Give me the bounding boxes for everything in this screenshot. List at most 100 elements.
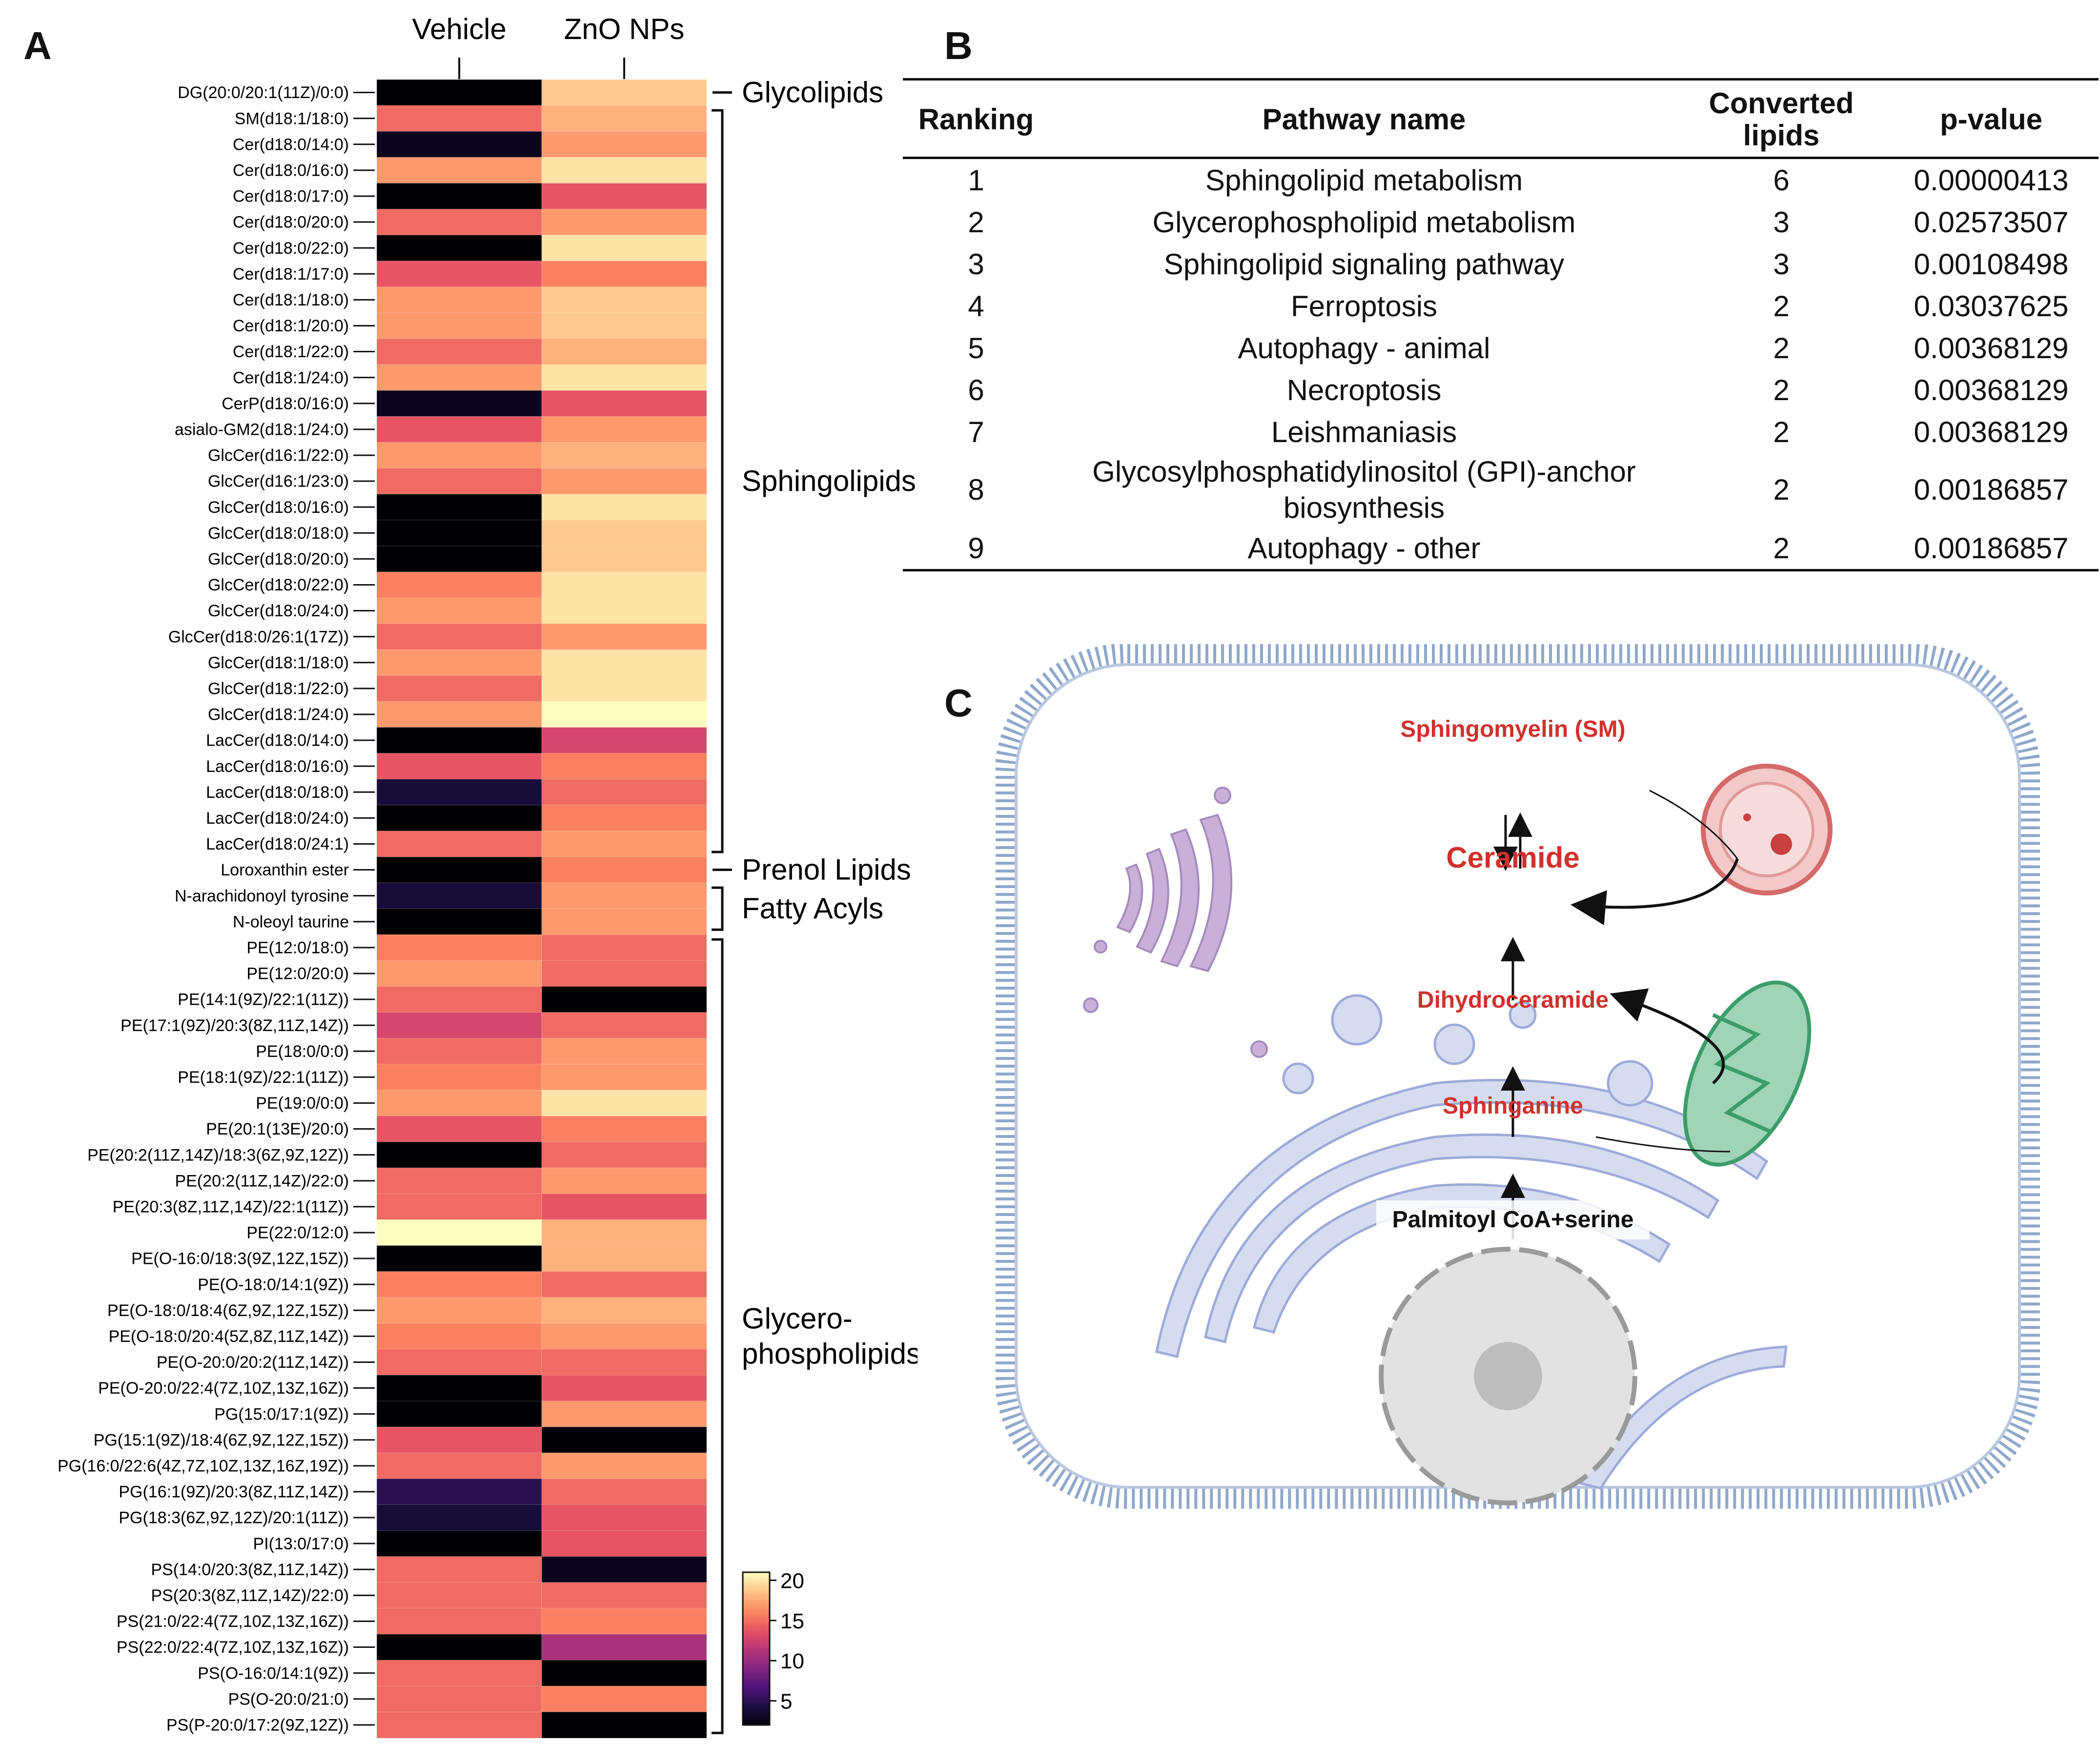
colorbar-segment	[743, 1720, 770, 1723]
heatmap-cell	[541, 1038, 707, 1065]
group-label: Glycolipids	[742, 76, 883, 109]
colorbar-segment	[743, 1572, 770, 1576]
header-ranking: Ranking	[918, 103, 1034, 136]
row-label: GlcCer(d18:0/22:0)	[208, 576, 349, 594]
cell-ranking: 2	[968, 205, 984, 239]
row-label: PE(20:2(11Z,14Z)/18:3(6Z,9Z,12Z))	[87, 1146, 349, 1164]
cell-ranking: 7	[968, 415, 984, 448]
plasma-membrane	[996, 644, 2040, 1509]
colorbar-segment	[743, 1592, 770, 1596]
cell-converted-lipids: 3	[1773, 247, 1790, 281]
colorbar-segment	[743, 1613, 770, 1616]
colorbar-segment	[743, 1615, 770, 1619]
heatmap-cell	[376, 442, 542, 469]
colorbar-segment	[743, 1679, 770, 1683]
cell-p-value: 0.00108498	[1914, 247, 2069, 281]
colorbar-segment	[743, 1699, 770, 1703]
row-label: GlcCer(d18:0/18:0)	[208, 524, 349, 543]
heatmap-cell	[541, 157, 707, 184]
column-label: ZnO NPs	[564, 13, 685, 45]
colorbar-segment	[743, 1600, 770, 1603]
colorbar-segment	[743, 1694, 770, 1698]
colorbar-segment	[743, 1717, 770, 1721]
heatmap-cell	[541, 1115, 707, 1143]
heatmap-cell	[541, 442, 707, 469]
golgi-apparatus	[1083, 787, 1268, 1058]
row-label: GlcCer(d18:0/20:0)	[208, 550, 349, 568]
heatmap-cell	[541, 779, 707, 806]
colorbar-segment	[743, 1704, 770, 1708]
row-label: PE(17:1(9Z)/20:3(8Z,11Z,14Z))	[121, 1016, 349, 1035]
colorbar-segment	[743, 1722, 770, 1725]
heatmap-cell	[541, 597, 707, 625]
colorbar-segment	[743, 1651, 770, 1654]
heatmap-cell	[541, 1478, 707, 1505]
heatmap-cell	[541, 1193, 707, 1220]
heatmap-cell	[541, 960, 707, 987]
heatmap-cell	[541, 1452, 707, 1480]
colorbar-segment	[743, 1623, 770, 1626]
heatmap-cell	[541, 1245, 707, 1272]
cell-pathway-name: Glycosylphosphatidylinositol (GPI)-ancho…	[1092, 455, 1636, 524]
colorbar-segment	[743, 1689, 770, 1693]
cell-pathway-name: Autophagy - animal	[1238, 331, 1490, 365]
row-label: GlcCer(d18:1/18:0)	[208, 653, 349, 672]
heatmap-cell	[376, 1660, 542, 1687]
cell-pathway-diagram: Sphingomyelin (SM) Ceramide Dihydroceram…	[996, 644, 2040, 1509]
heatmap-cell	[541, 856, 707, 884]
cell-p-value: 0.00186857	[1914, 531, 2069, 565]
heatmap-cell	[376, 105, 542, 132]
row-label: N-oleoyl taurine	[233, 913, 349, 931]
heatmap-cell	[376, 1090, 542, 1117]
cell-ranking: 8	[968, 473, 984, 506]
heatmap-cell	[541, 1530, 707, 1557]
row-label: PE(12:0/20:0)	[246, 965, 349, 983]
row-label: PS(22:0/22:4(7Z,10Z,13Z,16Z))	[117, 1638, 349, 1657]
cell-pathway-name: Glycerophospholipid metabolism	[1152, 205, 1576, 239]
row-label: GlcCer(d16:1/23:0)	[208, 472, 349, 491]
cell-pathway-name: Ferroptosis	[1290, 289, 1438, 323]
heatmap-cell	[376, 960, 542, 987]
cell-ranking: 5	[968, 331, 984, 365]
colorbar-segment	[743, 1656, 770, 1660]
pathway-arrows	[1493, 790, 1739, 1239]
heatmap-row-labels: DG(20:0/20:1(11Z)/0:0)SM(d18:1/18:0)Cer(…	[58, 83, 375, 1735]
colorbar-segment	[743, 1692, 770, 1695]
heatmap-cell	[541, 908, 707, 935]
heatmap-cell	[541, 882, 707, 910]
heatmap-cell	[376, 1478, 542, 1505]
label-sphingomyelin: Sphingomyelin (SM)	[1400, 716, 1625, 742]
colorbar-segment	[743, 1636, 770, 1639]
heatmap-cell	[376, 1193, 542, 1220]
heatmap-cell	[376, 1375, 542, 1402]
row-label: PE(18:0/0:0)	[256, 1042, 349, 1061]
heatmap-cell	[541, 805, 707, 832]
heatmap-cell	[541, 209, 707, 236]
heatmap-cell	[541, 468, 707, 495]
group-label: Fatty Acyls	[742, 892, 883, 925]
heatmap-cell	[376, 312, 542, 340]
heatmap-cell	[541, 1711, 707, 1739]
colorbar-segment	[743, 1712, 770, 1716]
group-bracket	[712, 109, 724, 853]
heatmap-cell	[376, 779, 542, 806]
heatmap-cell	[376, 1452, 542, 1480]
cell-ranking: 1	[968, 163, 984, 197]
heatmap-cell	[376, 934, 542, 961]
row-label: PS(21:0/22:4(7Z,10Z,13Z,16Z))	[117, 1612, 349, 1631]
colorbar-segment	[743, 1702, 770, 1705]
row-label: PE(O-20:0/22:4(7Z,10Z,13Z,16Z))	[98, 1379, 349, 1398]
row-label: SM(d18:1/18:0)	[235, 109, 349, 128]
colorbar-segment	[743, 1608, 770, 1611]
heatmap-cell	[376, 597, 542, 625]
row-label: DG(20:0/20:1(11Z)/0:0)	[178, 83, 349, 102]
row-label: PE(19:0/0:0)	[256, 1094, 349, 1113]
label-palmitoyl-coa-serine: Palmitoyl CoA+serine	[1392, 1207, 1634, 1233]
row-label: PG(15:0/17:1(9Z))	[214, 1405, 349, 1423]
row-label: LacCer(d18:0/24:0)	[206, 809, 349, 828]
cell-ranking: 4	[968, 289, 984, 323]
heatmap-cell	[376, 1012, 542, 1039]
colorbar-segment	[743, 1682, 770, 1685]
heatmap-cell	[376, 882, 542, 910]
